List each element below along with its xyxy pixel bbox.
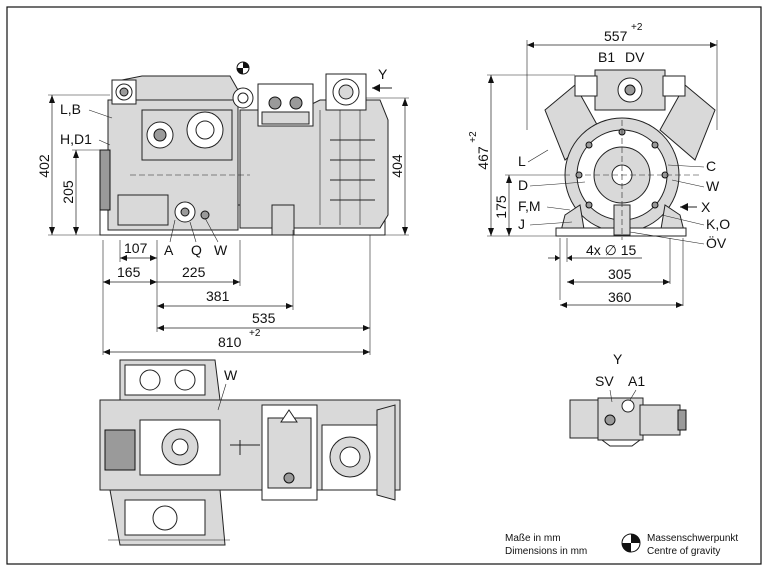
label-d-side: D — [518, 177, 528, 193]
dim-810-tolerance: +2 — [249, 328, 261, 339]
dim-535: 535 — [252, 310, 276, 326]
dim-467: 467 — [475, 146, 491, 170]
label-f-m: F,M — [518, 198, 541, 214]
dim-404: 404 — [389, 154, 405, 178]
label-k-o: K,O — [706, 216, 730, 232]
label-y-arrow: Y — [378, 66, 388, 82]
label-dv: DV — [625, 49, 645, 65]
front-view — [99, 61, 389, 236]
legend-units-de: Maße in mm — [505, 533, 561, 544]
dim-557-tolerance: +2 — [631, 22, 643, 33]
label-h-d1: H,D1 — [60, 131, 92, 147]
dim-175: 175 — [493, 195, 509, 219]
top-view — [99, 359, 401, 546]
dim-165: 165 — [117, 264, 141, 280]
legend-units-en: Dimensions in mm — [505, 546, 587, 557]
label-w-side: W — [706, 178, 720, 194]
legend — [621, 533, 641, 553]
dim-557: 557 — [604, 28, 628, 44]
dim-360: 360 — [608, 289, 632, 305]
label-ov: ÖV — [706, 234, 727, 251]
dim-205: 205 — [60, 180, 76, 204]
dim-107: 107 — [124, 240, 148, 256]
label-c: C — [706, 158, 716, 174]
legend-cog-en: Centre of gravity — [647, 546, 720, 557]
view-y — [569, 397, 687, 447]
label-l-side: L — [518, 153, 526, 169]
dim-810: 810 — [218, 334, 242, 350]
label-b1: B1 — [598, 49, 615, 65]
drawing-frame — [6, 6, 762, 565]
dim-4x15: 4x ∅ 15 — [586, 242, 637, 258]
label-w-top: W — [224, 367, 238, 383]
label-w: W — [214, 242, 228, 258]
label-y-view: Y — [613, 351, 623, 367]
end-dimensions — [487, 40, 718, 308]
label-x: X — [701, 199, 711, 215]
dim-381: 381 — [206, 288, 230, 304]
front-dimensions — [48, 94, 409, 355]
label-j: J — [518, 216, 525, 232]
end-view — [544, 69, 716, 240]
dim-305: 305 — [608, 266, 632, 282]
legend-cog-de: Massenschwerpunkt — [647, 533, 738, 544]
label-l-b: L,B — [60, 101, 81, 117]
dim-225: 225 — [182, 264, 206, 280]
label-q: Q — [191, 242, 202, 258]
dim-467-tolerance: +2 — [468, 131, 479, 143]
arrow-y — [372, 84, 392, 92]
label-a1: A1 — [628, 373, 645, 389]
label-a: A — [164, 242, 174, 258]
label-sv: SV — [595, 373, 614, 389]
dim-402: 402 — [36, 154, 52, 178]
